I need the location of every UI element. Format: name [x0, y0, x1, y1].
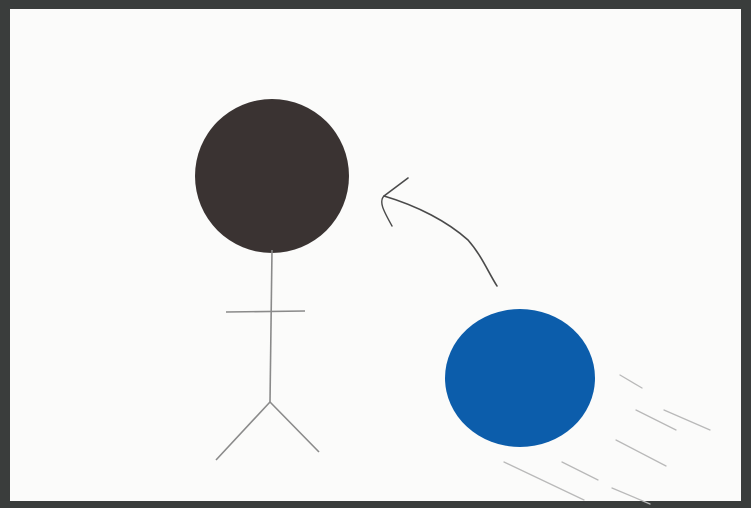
figure-arms: [226, 311, 305, 312]
paper-sheet: [10, 9, 741, 501]
ball: [445, 309, 595, 447]
figure-head: [195, 99, 349, 253]
